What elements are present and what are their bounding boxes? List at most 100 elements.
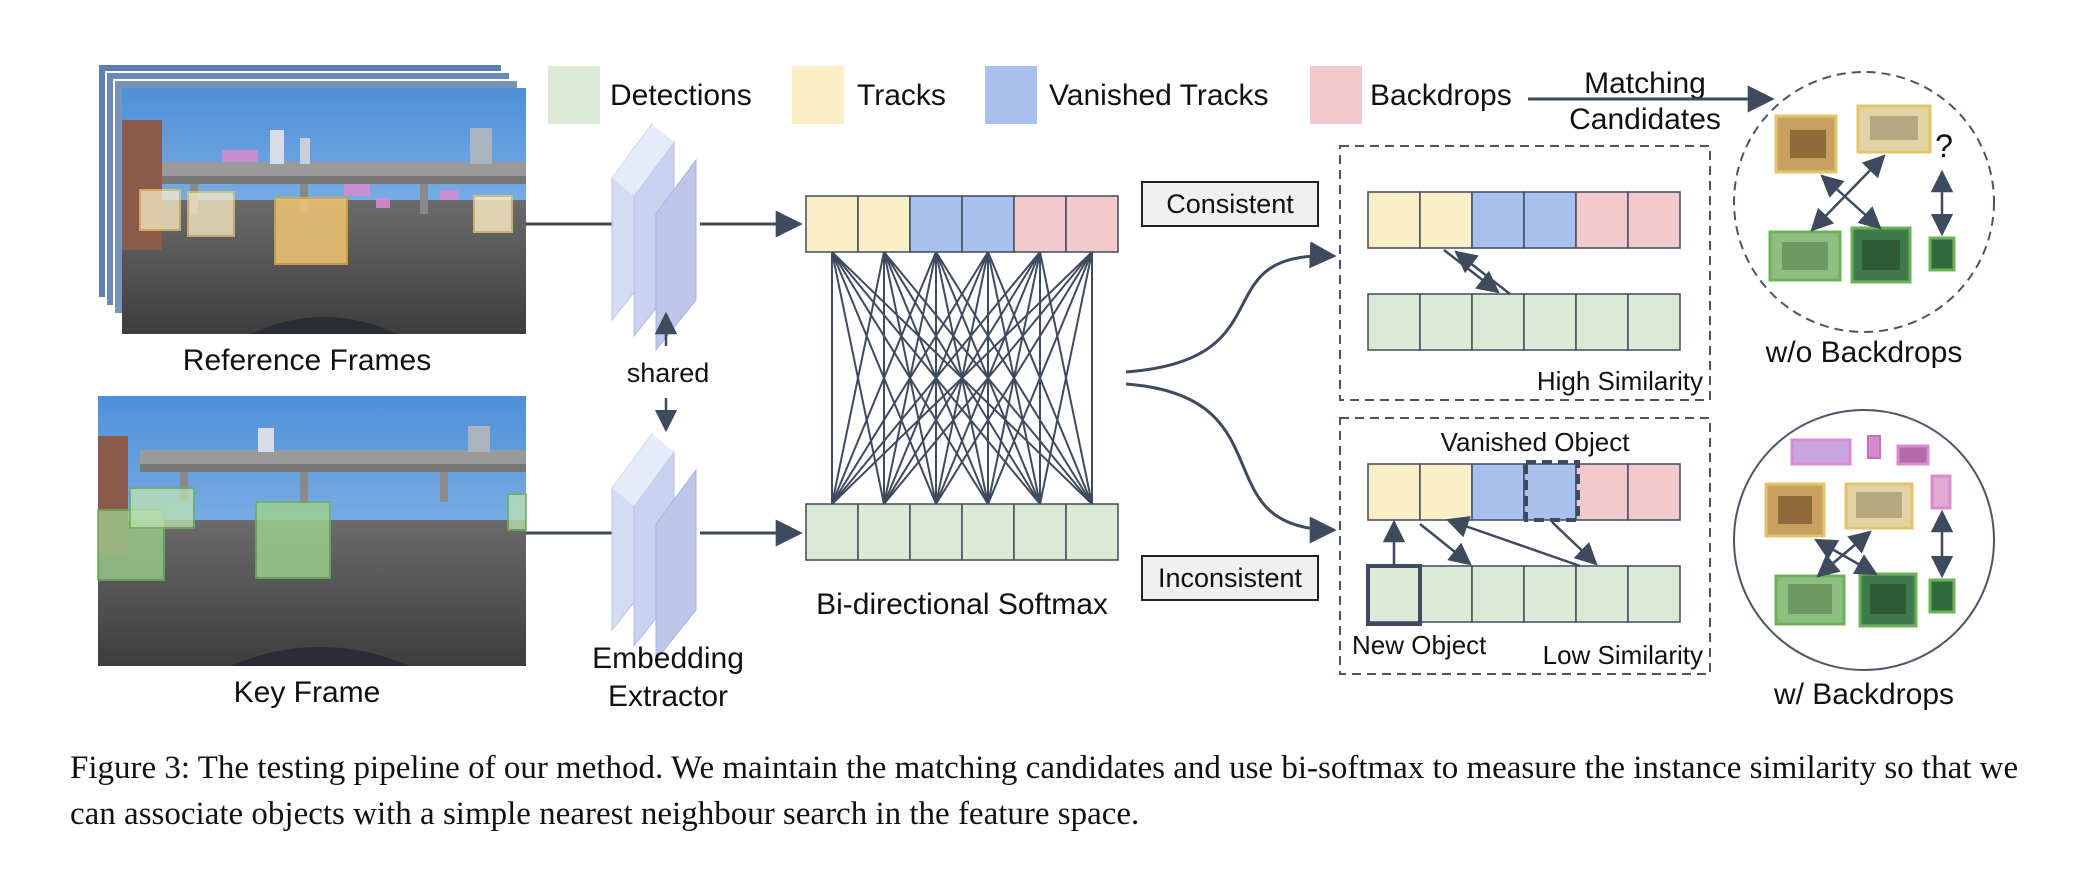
softmax-link-5-1 (831, 251, 1041, 505)
consistent-top-row (1367, 191, 1681, 249)
inconsistent-label: Inconsistent (1158, 563, 1303, 593)
inconsistent-bottom-cell-1 (1367, 565, 1421, 623)
consistent-top-cell-5 (1575, 191, 1629, 249)
new-object-label: New Object (1352, 630, 1487, 660)
reference-frame-front (122, 88, 526, 334)
embedding-label-2: Extractor (608, 680, 728, 713)
softmax-connection-lines (831, 251, 1093, 505)
low-similarity-label: Low Similarity (1543, 640, 1703, 670)
legend-swatch-backdrops (1310, 66, 1362, 124)
softmax-top-cell-6 (1065, 195, 1119, 253)
matching-label-1: Matching (1584, 67, 1706, 100)
softmax-link-2-1 (831, 251, 885, 505)
w-backdrop-crop-2 (1867, 435, 1881, 459)
inconsistent-bottom-cell-5 (1575, 565, 1629, 623)
consistent-top-cell-4 (1523, 191, 1577, 249)
matching-label-2: Candidates (1569, 103, 1721, 136)
wo-question-mark: ? (1935, 128, 1953, 164)
embedding-label-1: Embedding (592, 642, 744, 675)
softmax-bottom-cell-2 (857, 503, 911, 561)
consistent-top-cell-2 (1419, 191, 1473, 249)
inconsistent-top-cell-5 (1575, 463, 1629, 521)
w-backdrop-crop-1 (1790, 438, 1852, 466)
wo-cross-arrow-1 (1820, 174, 1882, 230)
consistent-top-cell-6 (1627, 191, 1681, 249)
vanished-object-label: Vanished Object (1441, 427, 1631, 457)
softmax-link-6-2 (883, 251, 1093, 505)
inconsistent-arrow-det-to-vanished (1445, 516, 1581, 568)
consistent-bottom-cell-6 (1627, 293, 1681, 351)
inconsistent-top-cell-4 (1523, 463, 1577, 521)
consistent-box (1141, 181, 1319, 227)
inconsistent-top-cell-6 (1627, 463, 1681, 521)
softmax-top-cell-4 (961, 195, 1015, 253)
inconsistent-box (1141, 555, 1319, 601)
reference-frames-stack (97, 63, 526, 334)
consistent-bottom-cell-1 (1367, 293, 1421, 351)
w-backdrops-diagram (1733, 409, 1995, 671)
wo-cross-arrow-2 (1810, 154, 1886, 232)
inconsistent-panel (1339, 417, 1711, 675)
inconsistent-top-cell-2 (1419, 463, 1473, 521)
extractor-top (611, 122, 697, 352)
branch-curve-inconsistent (1125, 382, 1337, 544)
softmax-link-6-4 (987, 251, 1093, 505)
legend-swatch-detections (548, 66, 600, 124)
inconsistent-top-cell-1 (1367, 463, 1421, 521)
inconsistent-bottom-row (1367, 565, 1681, 623)
consistent-match-arrow-up (1454, 250, 1511, 295)
wo-det-crop-3 (1928, 236, 1956, 272)
softmax-top-cell-1 (805, 195, 859, 253)
key-frame-label: Key Frame (234, 676, 381, 709)
figure-caption: Figure 3: The testing pipeline of our me… (70, 750, 2019, 832)
softmax-link-6-3 (935, 251, 1093, 505)
legend-label-vanished: Vanished Tracks (1049, 79, 1269, 112)
bi-softmax-label: Bi-directional Softmax (816, 588, 1108, 621)
softmax-link-6-1 (831, 251, 1093, 505)
inconsistent-arrow-vanished-to-det (1551, 521, 1598, 566)
softmax-top-cell-5 (1013, 195, 1067, 253)
legend-label-detections: Detections (610, 79, 752, 112)
legend-label-backdrops: Backdrops (1370, 79, 1512, 112)
softmax-link-6-5 (1039, 251, 1093, 505)
softmax-top-cell-2 (857, 195, 911, 253)
softmax-bottom-row (805, 503, 1119, 561)
consistent-bottom-cell-2 (1419, 293, 1473, 351)
softmax-top-cell-3 (909, 195, 963, 253)
pipeline-diagram: Detections Tracks Vanished Tracks Backdr… (97, 63, 1995, 713)
legend-swatch-vanished (985, 66, 1037, 124)
softmax-bottom-cell-3 (909, 503, 963, 561)
inconsistent-bottom-cell-4 (1523, 565, 1577, 623)
extractor-bottom (611, 432, 697, 662)
wo-backdrops-diagram: ? (1733, 71, 1995, 333)
legend-swatch-tracks (792, 66, 844, 124)
w-backdrop-crop-4 (1930, 474, 1952, 510)
high-similarity-label: High Similarity (1537, 366, 1703, 396)
softmax-bottom-cell-6 (1065, 503, 1119, 561)
inconsistent-arrow-track-to-det (1419, 523, 1472, 566)
w-cross-arrow-2 (1816, 530, 1872, 578)
softmax-bottom-cell-1 (805, 503, 859, 561)
softmax-top-row (805, 195, 1119, 253)
wo-backdrops-label: w/o Backdrops (1765, 336, 1963, 369)
w-backdrop-crop-3 (1896, 444, 1930, 466)
inconsistent-bottom-cell-6 (1627, 565, 1681, 623)
inconsistent-top-row (1367, 463, 1681, 521)
inconsistent-bottom-cell-3 (1471, 565, 1525, 623)
consistent-top-cell-3 (1471, 191, 1525, 249)
key-frame (97, 396, 527, 666)
shared-label: shared (627, 358, 710, 388)
consistent-match-arrow-down (1443, 249, 1500, 294)
branch-curve-consistent (1125, 241, 1337, 374)
consistent-bottom-cell-4 (1523, 293, 1577, 351)
inconsistent-bottom-cell-2 (1419, 565, 1473, 623)
consistent-bottom-cell-3 (1471, 293, 1525, 351)
vanished-object-highlight (1524, 460, 1580, 522)
legend: Detections Tracks Vanished Tracks Backdr… (548, 66, 1512, 124)
w-backdrops-label: w/ Backdrops (1773, 678, 1954, 711)
softmax-link-3-1 (831, 251, 937, 505)
softmax-link-4-1 (831, 251, 989, 505)
consistent-panel (1339, 145, 1711, 401)
softmax-bottom-cell-4 (961, 503, 1015, 561)
